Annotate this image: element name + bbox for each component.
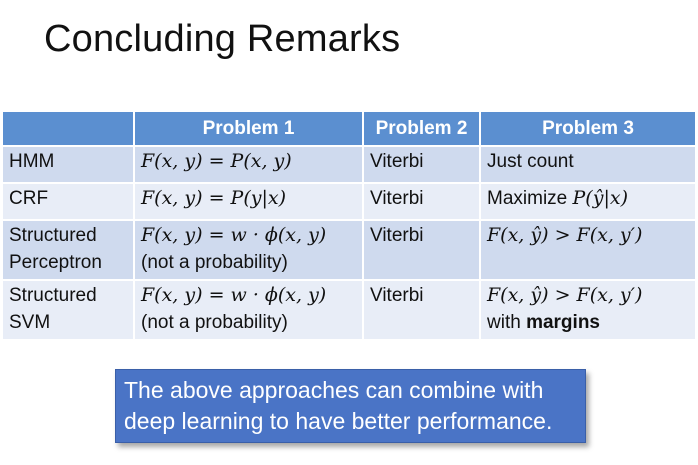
problem3-cell: Just count [480, 146, 695, 184]
callout-line-2: deep learning to have better performance… [124, 408, 553, 434]
problem3-note: with margins [487, 309, 689, 336]
row-name-cell: HMM [3, 146, 135, 184]
problem3-formula: P(ŷ|x) [572, 187, 628, 209]
header-empty [3, 112, 135, 147]
problem2-value: Viterbi [370, 151, 424, 172]
problem1-note: (not a probability) [141, 312, 288, 333]
problem2-value: Viterbi [370, 285, 424, 306]
table-row-structured-perceptron: Structured Perceptron F(x, y) = w · ϕ(x,… [3, 220, 695, 281]
problem1-cell: F(x, y) = w · ϕ(x, y) (not a probability… [134, 220, 364, 281]
problem1-formula: F(x, y) = P(x, y) [141, 150, 292, 172]
header-problem-1: Problem 1 [134, 112, 364, 147]
row-name: CRF [9, 188, 49, 209]
row-name-cell: Structured Perceptron [3, 220, 135, 281]
problem2-cell: Viterbi [363, 183, 481, 221]
row-name-cell: CRF [3, 183, 135, 221]
problem2-value: Viterbi [370, 225, 424, 246]
problem1-formula: F(x, y) = w · ϕ(x, y) [141, 224, 327, 246]
problem2-cell: Viterbi [363, 280, 481, 341]
problem2-cell: Viterbi [363, 146, 481, 184]
callout-line-1: The above approaches can combine with [124, 377, 544, 403]
problem3-prefix: Maximize [487, 188, 573, 209]
header-problem-2: Problem 2 [363, 112, 481, 147]
problem3-value: Just count [487, 151, 574, 172]
problem3-cell: F(x, ŷ) > F(x, y′) [480, 220, 695, 281]
problem1-cell: F(x, y) = P(y|x) [134, 183, 364, 221]
problem3-value: Maximize P(ŷ|x) [487, 185, 689, 212]
row-name-line-2: SVM [9, 312, 51, 333]
header-problem-3: Problem 3 [480, 112, 695, 147]
problem3-cell: F(x, ŷ) > F(x, y′) with margins [480, 280, 695, 341]
slide-title: Concluding Remarks [44, 18, 401, 60]
table-header-row: Problem 1 Problem 2 Problem 3 [3, 112, 695, 147]
problem3-bold-word: margins [526, 312, 600, 333]
comparison-table-container: Problem 1 Problem 2 Problem 3 HMM F(x, y… [3, 112, 695, 341]
problem2-cell: Viterbi [363, 220, 481, 281]
table-row-structured-svm: Structured SVM F(x, y) = w · ϕ(x, y) (no… [3, 280, 695, 341]
callout-box: The above approaches can combine with de… [115, 369, 586, 443]
problem3-cell: Maximize P(ŷ|x) [480, 183, 695, 221]
problem1-cell: F(x, y) = w · ϕ(x, y) (not a probability… [134, 280, 364, 341]
row-name-line-1: Structured [9, 225, 97, 246]
table-row-hmm: HMM F(x, y) = P(x, y) Viterbi Just count [3, 146, 695, 184]
problem2-value: Viterbi [370, 188, 424, 209]
comparison-table: Problem 1 Problem 2 Problem 3 HMM F(x, y… [3, 112, 695, 341]
problem3-prefix: with [487, 312, 527, 333]
problem1-note: (not a probability) [141, 252, 288, 273]
row-name-cell: Structured SVM [3, 280, 135, 341]
problem1-formula: F(x, y) = w · ϕ(x, y) [141, 284, 327, 306]
row-name-line-2: Perceptron [9, 252, 102, 273]
row-name: HMM [9, 151, 55, 172]
problem1-formula: F(x, y) = P(y|x) [141, 187, 286, 209]
row-name-line-1: Structured [9, 285, 97, 306]
problem3-formula: F(x, ŷ) > F(x, y′) [487, 284, 643, 306]
table-row-crf: CRF F(x, y) = P(y|x) Viterbi Maximize P(… [3, 183, 695, 221]
problem3-formula: F(x, ŷ) > F(x, y′) [487, 224, 643, 246]
problem1-cell: F(x, y) = P(x, y) [134, 146, 364, 184]
